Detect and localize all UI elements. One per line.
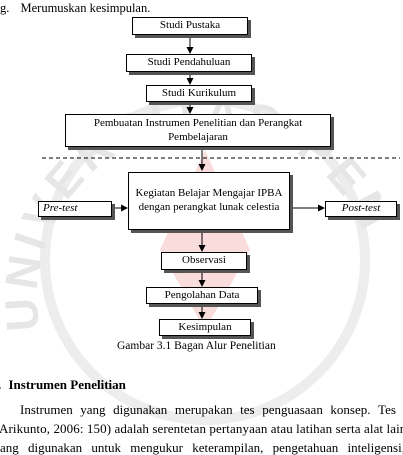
word: Tes <box>378 402 396 417</box>
box-observasi: Observasi <box>161 252 247 270</box>
section-title: Instrumen Penelitian <box>8 377 126 392</box>
box-label: Observasi <box>182 254 226 267</box>
word: merupakan <box>174 402 233 417</box>
word: digunakan <box>113 402 168 417</box>
paragraph-line-1: Instrumen yang digunakan merupakan tes p… <box>20 403 396 416</box>
box-label-line1: Kegiatan Belajar Mengajar IPBA <box>135 187 283 200</box>
word: konsep. <box>330 402 371 417</box>
box-label: Post-test <box>341 202 381 215</box>
box-label: Kesimpulan <box>178 320 232 333</box>
box-label: Studi Kurikulum <box>161 86 237 99</box>
box-label-line2: Pembelajaran <box>168 130 228 143</box>
box-label: Pengolahan Data <box>164 288 240 301</box>
box-label: Studi Pendahuluan <box>147 56 231 69</box>
box-studi-pustaka: Studi Pustaka <box>132 17 248 35</box>
box-pembuatan-instrumen: Pembuatan Instrumen Penelitian dan Peran… <box>65 114 331 147</box>
box-post-test: Post-test <box>325 201 397 217</box>
box-label-line2: dengan perangkat lunak celestia <box>138 201 280 213</box>
box-pengolahan-data: Pengolahan Data <box>146 287 258 304</box>
word: yang <box>80 402 106 417</box>
paragraph-line-3: ang digunakan untuk mengukur keterampila… <box>0 440 403 455</box>
list-marker: g. <box>0 1 10 15</box>
box-pre-test: Pre-test <box>38 201 112 217</box>
list-item-g: g. Merumuskan kesimpulan. <box>0 2 150 15</box>
box-kesimpulan: Kesimpulan <box>159 319 251 336</box>
word: tes <box>240 402 255 417</box>
box-label: Pre-test <box>43 202 78 215</box>
box-studi-kurikulum: Studi Kurikulum <box>146 85 252 102</box>
word: penguasaan <box>262 402 323 417</box>
figure-caption: Gambar 3.1 Bagan Alur Penelitian <box>117 340 276 352</box>
box-studi-pendahuluan: Studi Pendahuluan <box>126 54 252 72</box>
paragraph-line-2: Arikunto, 2006: 150) adalah serentetan p… <box>0 421 403 436</box>
word: Instrumen <box>20 402 73 417</box>
list-item-text: Merumuskan kesimpulan. <box>20 1 151 15</box>
box-label: Studi Pustaka <box>159 19 221 32</box>
section-heading: . Instrumen Penelitian <box>0 378 126 391</box>
section-number-fragment: . <box>0 377 1 392</box>
box-kbm-ipba: Kegiatan Belajar Mengajar IPBA dengan pe… <box>128 172 290 230</box>
box-label-line1: Pembuatan Instrumen Penelitian dan Peran… <box>93 116 303 129</box>
